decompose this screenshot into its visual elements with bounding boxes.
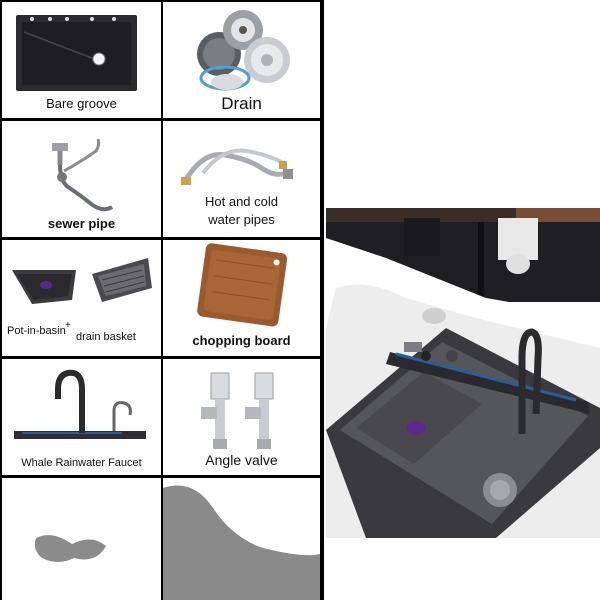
angle-valve-icon xyxy=(201,372,274,449)
accessory-cell-faucet: Whale Rainwater Faucet xyxy=(2,359,161,475)
accessory-cell-cropped-left xyxy=(2,478,161,600)
braided-hose-icon xyxy=(181,148,293,185)
accessory-grid: Bare groove Drain sewer pipe xyxy=(0,0,324,600)
accessory-label-line2: water pipes xyxy=(208,212,275,227)
accessory-cell-drain: Drain xyxy=(163,2,320,118)
accessory-label: Pot-in-basin xyxy=(7,325,66,337)
sink-basin-icon xyxy=(16,15,137,91)
accessory-cell-water-pipes: Hot and cold water pipes xyxy=(163,121,320,237)
accessory-cell-chopping-board: chopping board xyxy=(163,240,320,356)
plus-sign: + xyxy=(65,320,71,331)
accessory-label: Whale Rainwater Faucet xyxy=(21,457,142,469)
drain-basket-icon xyxy=(12,258,152,304)
accessory-label: Hot and cold xyxy=(205,194,278,209)
faucet-icon xyxy=(14,369,146,439)
accessory-label: sewer pipe xyxy=(47,216,116,231)
accessory-cell-drain-basket: Pot-in-basin + drain basket xyxy=(2,240,161,356)
accessory-cell-angle-valve: Angle valve xyxy=(163,359,320,475)
accessory-cell-bare-groove: Bare groove xyxy=(2,2,161,118)
accessory-cell-cropped-right xyxy=(163,478,320,600)
cropped-shape-icon xyxy=(163,485,320,600)
drain-strainer-icon xyxy=(197,10,290,91)
accessory-label: Drain xyxy=(221,94,262,113)
cropped-shape-icon xyxy=(34,535,106,562)
sewer-pipe-icon xyxy=(52,138,114,212)
accessory-label: Bare groove xyxy=(46,96,117,111)
chopping-board-icon xyxy=(197,243,288,327)
accessory-label: Angle valve xyxy=(205,452,278,468)
sink-product-photo xyxy=(326,208,600,538)
accessory-cell-sewer-pipe: sewer pipe xyxy=(2,121,161,237)
accessory-label: chopping board xyxy=(192,333,291,348)
accessory-label-line2: drain basket xyxy=(76,331,136,343)
